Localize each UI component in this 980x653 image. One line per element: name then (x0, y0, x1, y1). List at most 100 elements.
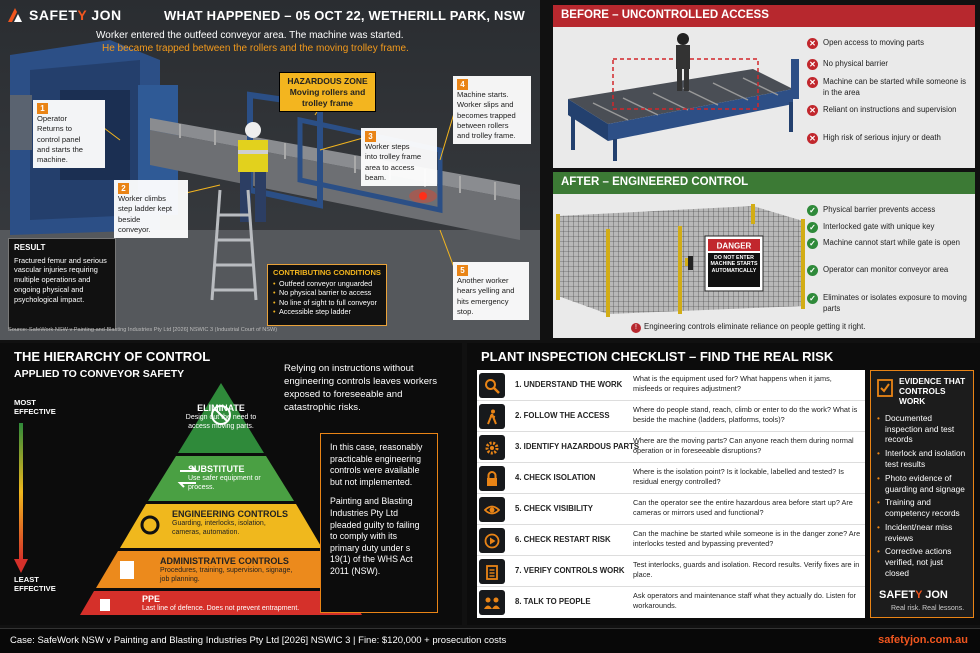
contributing-item: No line of sight to full conveyor (273, 298, 381, 308)
check-icon: ✓ (807, 265, 818, 276)
glove-icon (100, 599, 110, 611)
hierarchy-title: THE HIERARCHY OF CONTROL (14, 349, 211, 364)
danger-sign-text: DO NOT ENTER MACHINE STARTS AUTOMATICALL… (710, 255, 758, 274)
check-icon: ✓ (807, 238, 818, 249)
cross-icon: ✕ (807, 133, 818, 144)
checklist-row: 6. CHECK RESTART RISK Can the machine be… (477, 525, 865, 556)
after-footer-note: !Engineering controls eliminate reliance… (631, 322, 865, 333)
checklist-row: 2. FOLLOW THE ACCESS Where do people sta… (477, 401, 865, 432)
cross-icon: ✕ (807, 59, 818, 70)
evidence-item: Corrective actions verified, not just cl… (877, 546, 967, 578)
before-item: ✕Open access to moving parts (807, 38, 973, 49)
contributing-item: Outfeed conveyor unguarded (273, 279, 381, 289)
most-effective-label: MOST EFFECTIVE (14, 398, 56, 417)
checklist-title: PLANT INSPECTION CHECKLIST – FIND THE RE… (481, 349, 834, 364)
before-item: ✕Reliant on instructions and supervision (807, 105, 973, 116)
hierarchy-subtitle: APPLIED TO CONVEYOR SAFETY (14, 368, 185, 380)
callout-4: 4Machine starts. Worker slips and become… (453, 76, 531, 145)
scene-subtitle: Worker entered the outfeed conveyor area… (96, 30, 404, 41)
after-heading: AFTER – ENGINEERED CONTROL (553, 172, 975, 194)
swap-arrows-icon (177, 466, 199, 488)
play-icon (479, 528, 505, 553)
cross-icon: ✕ (807, 77, 818, 88)
brand-logo: SAFETY JON (6, 6, 122, 24)
before-item: ✕Machine can be started while someone is… (807, 77, 973, 98)
after-item: ✓Operator can monitor conveyor area (807, 265, 973, 276)
result-box: RESULT Fractured femur and serious vascu… (8, 238, 116, 330)
brand-tagline: Real risk. Real lessons. (891, 605, 965, 612)
checklist-row: 8. TALK TO PEOPLE Ask operators and main… (477, 587, 865, 618)
website-link[interactable]: safetyjon.com.au (878, 634, 968, 646)
before-heading: BEFORE – UNCONTROLLED ACCESS (553, 5, 975, 27)
callout-1: 1Operator Returns to control panel and s… (33, 100, 105, 169)
callout-5: 5Another worker hears yelling and hits e… (453, 262, 529, 320)
source-citation: Source: SafeWork NSW v Painting and Blas… (8, 327, 278, 333)
evidence-item: Incident/near miss reviews (877, 522, 967, 544)
after-item: ✓Interlocked gate with unique key (807, 222, 973, 233)
after-item: ✓Physical barrier prevents access (807, 205, 973, 216)
callout-3: 3Worker steps into trolley frame area to… (361, 128, 437, 186)
hierarchy-pyramid (80, 383, 362, 615)
warning-icon: ! (631, 323, 641, 333)
least-effective-label: LEAST EFFECTIVE (14, 575, 56, 594)
brand-mark-icon (8, 8, 22, 22)
pyramid-level-substitute (148, 456, 294, 501)
clipboard-document-icon (120, 561, 134, 579)
magnifier-icon (479, 373, 505, 398)
contributing-item: No physical barrier to access (273, 288, 381, 298)
checklist-row: 3. IDENTIFY HAZARDOUS PARTS Where are th… (477, 432, 865, 463)
pyramid-level-administrative (96, 551, 346, 588)
evidence-item: Training and competency records (877, 497, 967, 519)
after-panel: AFTER – ENGINEERED CONTROL DANGER (553, 172, 975, 338)
scene-subtitle-highlight: He became trapped between the rollers an… (102, 43, 409, 54)
checklist-row: 5. CHECK VISIBILITY Can the operator see… (477, 494, 865, 525)
check-icon: ✓ (807, 293, 818, 304)
instructions-warning-text: Relying on instructions without engineer… (284, 363, 438, 413)
brand-name: SAFETY JON (29, 7, 122, 23)
cross-icon: ✕ (807, 38, 818, 49)
gear-icon (479, 435, 505, 460)
guarded-conveyor-illustration: DANGER DO NOT ENTER MACHINE STARTS AUTOM… (556, 204, 805, 317)
footer-bar: Case: SafeWork NSW v Painting and Blasti… (0, 628, 980, 653)
incident-scene-panel: SAFETY JON WHAT HAPPENED – 05 OCT 22, WE… (0, 0, 540, 340)
evidence-box: EVIDENCE THAT CONTROLS WORK Documented i… (870, 370, 974, 618)
scene-title: WHAT HAPPENED – 05 OCT 22, WETHERILL PAR… (164, 8, 525, 23)
pyramid-level-ppe (80, 591, 362, 615)
contributing-conditions-box: CONTRIBUTING CONDITIONS Outfeed conveyor… (267, 264, 387, 326)
case-citation: Case: SafeWork NSW v Painting and Blasti… (10, 635, 507, 646)
no-entry-icon (211, 405, 231, 425)
contributing-item: Accessible step ladder (273, 307, 381, 317)
checklist-row: 4. CHECK ISOLATION Where is the isolatio… (477, 463, 865, 494)
engineering-gear-icon (140, 515, 160, 535)
effectiveness-arrow (14, 423, 28, 573)
checklist-table: 1. UNDERSTAND THE WORK What is the equip… (477, 370, 865, 618)
callout-2: 2Worker climbs step ladder kept beside c… (114, 180, 188, 238)
evidence-item: Interlock and isolation test results (877, 448, 967, 470)
unguarded-conveyor-illustration (568, 33, 799, 161)
cross-icon: ✕ (807, 105, 818, 116)
evidence-brand-logo: SAFETY JON (879, 589, 948, 601)
eye-icon (479, 497, 505, 522)
evidence-heading: EVIDENCE THAT CONTROLS WORK (899, 376, 966, 406)
evidence-item: Photo evidence of guarding and signage (877, 473, 967, 495)
before-item: ✕No physical barrier (807, 59, 973, 70)
checklist-row: 7. VERIFY CONTROLS WORK Test interlocks,… (477, 556, 865, 587)
after-item: ✓Eliminates or isolates exposure to movi… (807, 293, 973, 314)
danger-sign-title: DANGER (717, 242, 752, 251)
pyramid-level-eliminate (178, 383, 264, 453)
hierarchy-panel: THE HIERARCHY OF CONTROL APPLIED TO CONV… (0, 343, 462, 625)
lock-icon (479, 466, 505, 491)
checklist-row: 1. UNDERSTAND THE WORK What is the equip… (477, 370, 865, 401)
walking-person-icon (479, 404, 505, 429)
check-icon: ✓ (807, 222, 818, 233)
check-icon: ✓ (807, 205, 818, 216)
checklist-panel: PLANT INSPECTION CHECKLIST – FIND THE RE… (467, 343, 980, 625)
after-item: ✓Machine cannot start while gate is open (807, 238, 973, 249)
hazardous-zone-label: HAZARDOUS ZONE Moving rollers and trolle… (279, 72, 376, 112)
before-item: ✕High risk of serious injury or death (807, 133, 973, 144)
